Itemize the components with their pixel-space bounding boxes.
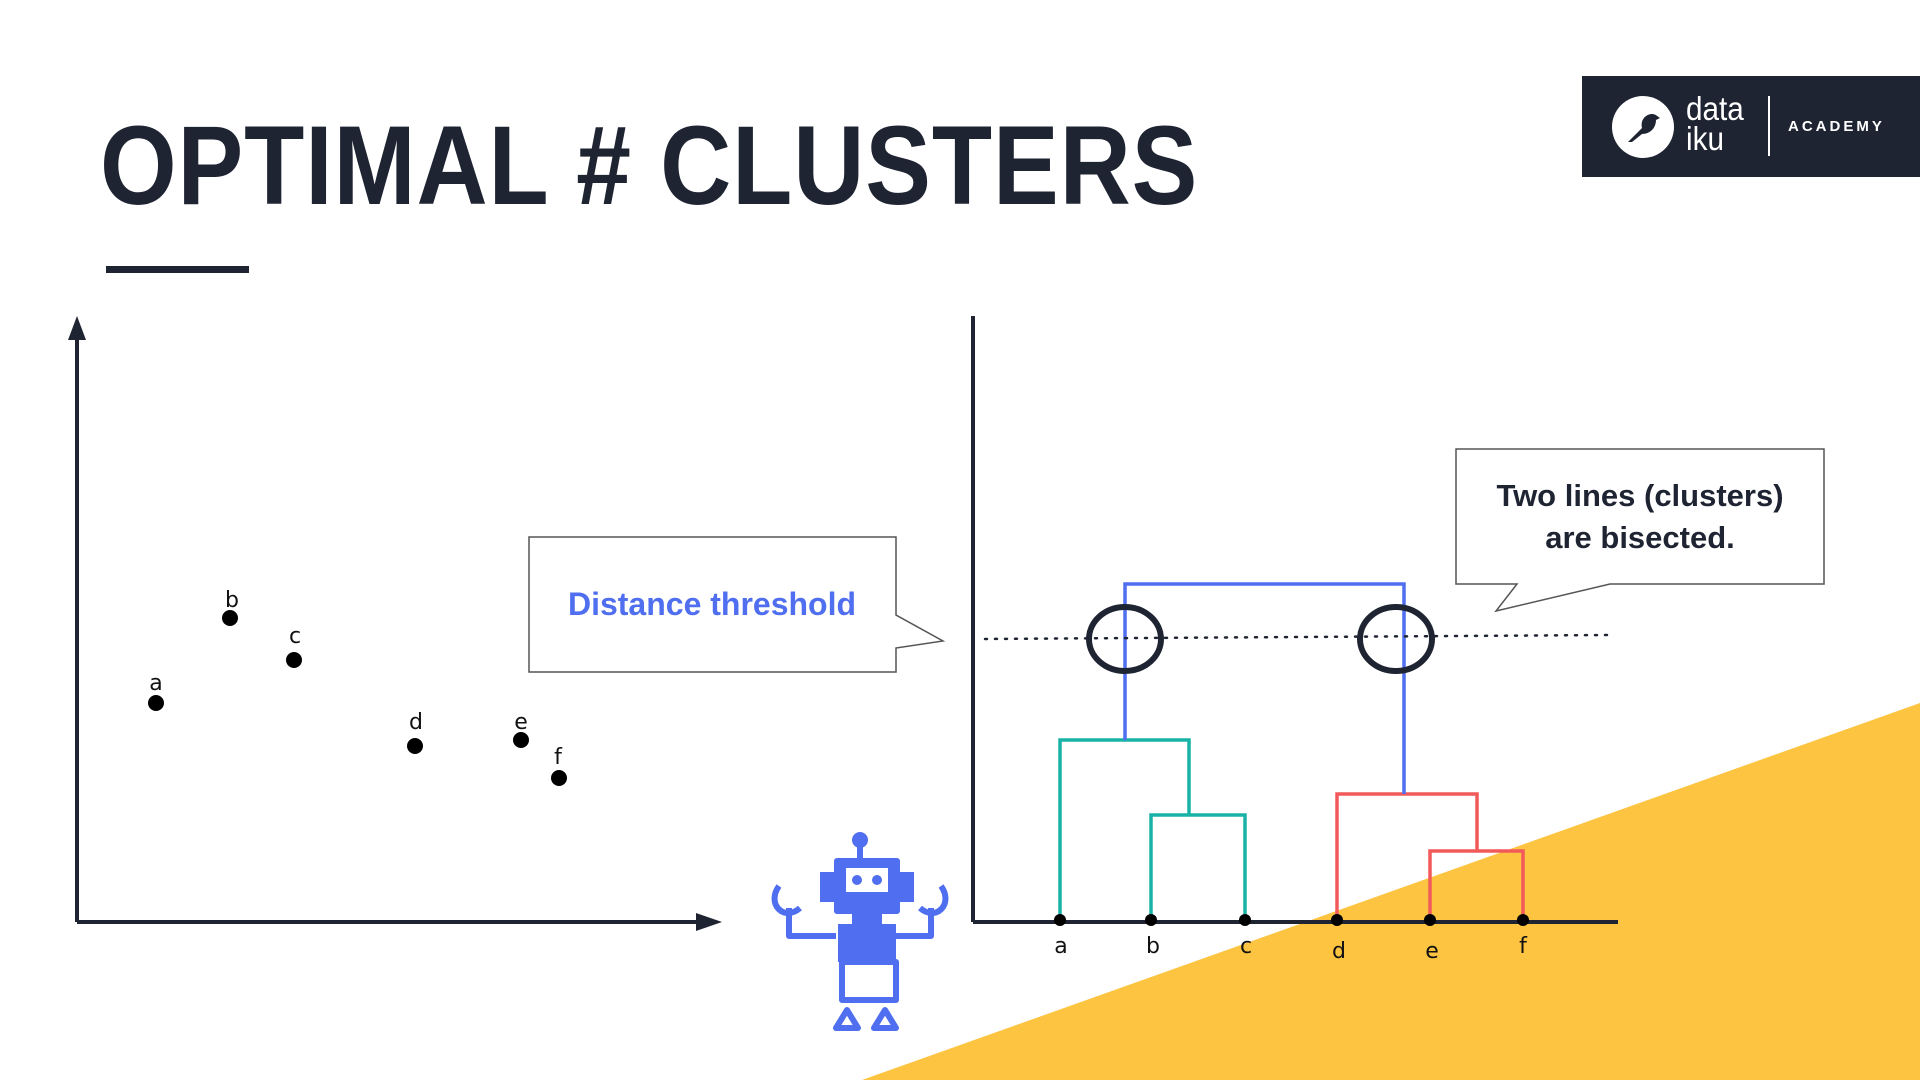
dendrogram: a b c d e f: [971, 316, 1618, 964]
scatter-point-b: [222, 610, 238, 626]
leaf-point-d: [1331, 914, 1343, 926]
logo-academy-label: ACADEMY: [1788, 118, 1885, 135]
scatter-point-f: [551, 770, 567, 786]
logo-word-line1: data: [1686, 90, 1744, 127]
dataiku-academy-logo: data iku ACADEMY: [1582, 76, 1920, 177]
leaf-label-e: e: [1425, 939, 1439, 964]
scatter-point-c: [286, 652, 302, 668]
scatter-point-a: [148, 695, 164, 711]
bisected-callout: Two lines (clusters) are bisected.: [1455, 448, 1825, 613]
logo-divider: [1768, 96, 1770, 156]
distance-threshold-line: [983, 633, 1616, 641]
distance-threshold-callout-box: [528, 536, 946, 673]
scatter-point-e: [513, 732, 529, 748]
dendrogram-branch-root: [1123, 582, 1406, 794]
scatter-label-c: c: [289, 624, 301, 649]
bisect-circle-left: [1086, 604, 1164, 674]
distance-threshold-label: Distance threshold: [568, 586, 856, 622]
robot-icon: [771, 832, 949, 1031]
page-title: OPTIMAL # CLUSTERS: [100, 103, 1199, 228]
logo-wordmark: data iku: [1686, 90, 1744, 157]
leaf-point-a: [1054, 914, 1066, 926]
scatter-plot: a b c d e f: [68, 316, 722, 931]
scatter-label-e: e: [514, 710, 528, 735]
bird-icon: [1612, 96, 1674, 158]
leaf-point-b: [1145, 914, 1157, 926]
bisected-callout-line2: are bisected.: [1545, 520, 1735, 555]
distance-threshold-callout: Distance threshold: [528, 536, 946, 673]
leaf-point-c: [1239, 914, 1251, 926]
leaf-label-f: f: [1519, 934, 1528, 959]
scatter-point-d: [407, 738, 423, 754]
dendrogram-branch-bc: [1149, 813, 1247, 920]
leaf-label-d: d: [1332, 939, 1346, 964]
title-underline: [106, 266, 249, 273]
leaf-point-f: [1517, 914, 1529, 926]
bisect-circle-right: [1357, 604, 1435, 674]
leaf-label-c: c: [1240, 934, 1252, 959]
x-axis-arrowhead: [696, 913, 722, 931]
leaf-point-e: [1424, 914, 1436, 926]
logo-word-line2: iku: [1686, 120, 1724, 157]
y-axis-arrowhead: [68, 316, 86, 340]
leaf-label-b: b: [1146, 934, 1160, 959]
yellow-corner-shape: [862, 703, 1920, 1080]
leaf-label-a: a: [1054, 934, 1067, 959]
dendrogram-branch-a-bc: [1058, 738, 1191, 920]
dendrogram-branch-d-ef: [1335, 792, 1479, 920]
bisected-callout-box: [1455, 448, 1825, 613]
scatter-label-f: f: [554, 745, 563, 770]
scatter-label-b: b: [225, 588, 239, 613]
scatter-label-a: a: [149, 671, 162, 696]
bisected-callout-line1: Two lines (clusters): [1496, 478, 1783, 513]
scatter-label-d: d: [409, 710, 423, 735]
